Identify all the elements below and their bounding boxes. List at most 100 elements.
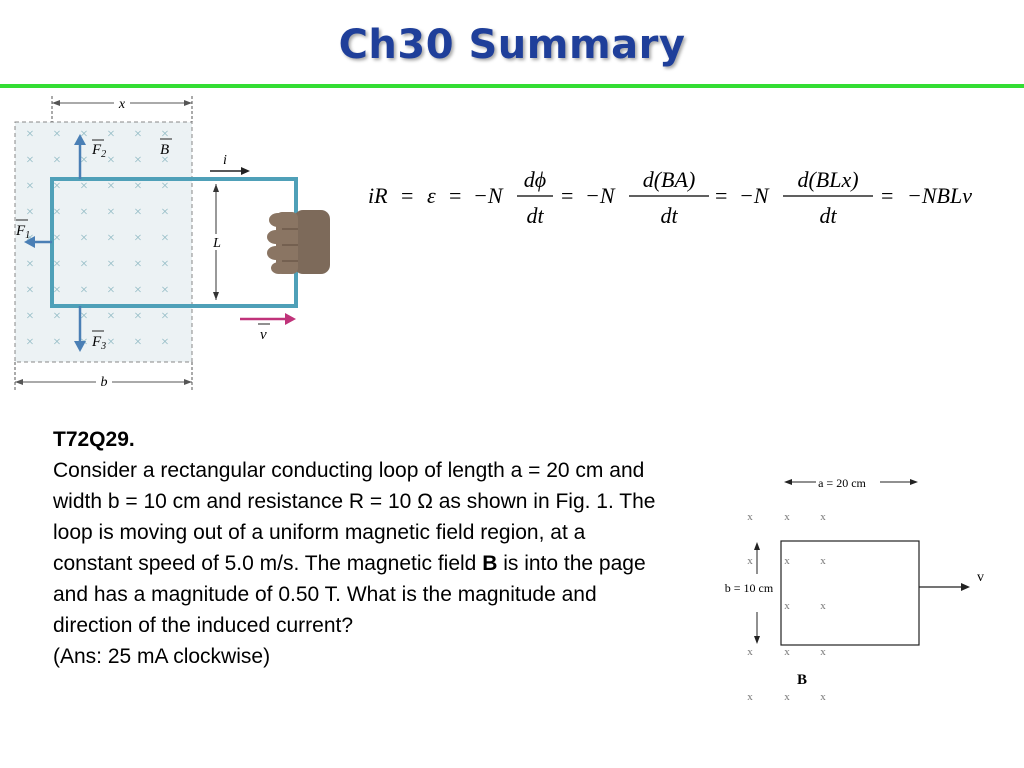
field-x-marker: ×	[80, 127, 88, 142]
B-label: B	[160, 142, 169, 158]
field-x-marker: ×	[26, 257, 34, 272]
svg-text:−N: −N	[739, 183, 770, 208]
field-x-marker: x	[820, 646, 826, 658]
svg-text:dt: dt	[526, 203, 544, 228]
field-x-marker: ×	[80, 205, 88, 220]
hand-icon	[267, 210, 330, 274]
field-x-marker: ×	[26, 231, 34, 246]
field-x-marker: ×	[107, 231, 115, 246]
problem-v-label: v	[977, 570, 984, 585]
field-x-marker: x	[784, 555, 790, 567]
b-label: b	[101, 375, 108, 390]
field-x-marker: ×	[134, 127, 142, 142]
F3-label: F3	[91, 334, 106, 352]
field-x-marker: ×	[80, 231, 88, 246]
field-x-marker: ×	[80, 257, 88, 272]
F2-label: F2	[91, 142, 106, 160]
field-x-marker: ×	[53, 257, 61, 272]
field-x-marker: ×	[161, 205, 169, 220]
field-x-marker: x	[784, 646, 790, 658]
field-x-marker: ×	[161, 127, 169, 142]
L-label: L	[212, 236, 221, 251]
field-x-marker: ×	[134, 283, 142, 298]
field-x-marker: x	[820, 691, 826, 703]
problem-text: T72Q29. Consider a rectangular conductin…	[53, 424, 663, 672]
field-x-marker: ×	[80, 179, 88, 194]
field-x-marker: ×	[26, 283, 34, 298]
field-markers: × × × × × × × × × × × × × × × × × × × × × × × × × × × × × × × × × × × × × × × ×…	[26, 127, 169, 350]
eq-emf: ε	[427, 183, 436, 208]
field-x-marker: ×	[53, 205, 61, 220]
field-x-marker: ×	[53, 283, 61, 298]
field-x-marker: x	[784, 511, 790, 523]
loop-in-field-figure: × × × × × × × × × × × × × × × × × × × × × × × × × × × × × × × × × × × × × × × ×…	[14, 96, 330, 390]
field-x-marker: ×	[161, 257, 169, 272]
field-x-marker: ×	[53, 127, 61, 142]
field-x-marker: ×	[134, 257, 142, 272]
field-markers-2: x x x x x x x x x x x x x x	[747, 511, 826, 703]
field-x-marker: x	[784, 600, 790, 612]
problem-figure: x x x x x x x x x x x x x x a = 20 cm b = 10 cm v B	[725, 476, 984, 703]
field-x-marker: x	[747, 555, 753, 567]
eq-lhs: iR	[368, 183, 388, 208]
v-label: v	[260, 327, 267, 343]
field-x-marker: ×	[161, 179, 169, 194]
field-x-marker: x	[747, 646, 753, 658]
svg-text:=: =	[401, 183, 413, 208]
current-label: i	[223, 153, 227, 168]
field-x-marker: ×	[161, 309, 169, 324]
problem-statement: Consider a rectangular conducting loop o…	[53, 459, 656, 637]
field-x-marker: ×	[134, 153, 142, 168]
field-x-marker: ×	[53, 335, 61, 350]
field-x-marker: ×	[80, 309, 88, 324]
field-x-marker: ×	[107, 335, 115, 350]
eq-rhs: −NBLv	[907, 183, 972, 208]
field-x-marker: ×	[161, 283, 169, 298]
field-x-marker: ×	[26, 179, 34, 194]
bold-B: B	[482, 552, 498, 575]
question-id: T72Q29.	[53, 428, 135, 451]
svg-text:−N: −N	[473, 183, 504, 208]
field-x-marker: ×	[161, 231, 169, 246]
svg-text:dt: dt	[819, 203, 837, 228]
field-x-marker: ×	[26, 205, 34, 220]
field-x-marker: ×	[134, 231, 142, 246]
slide-title: Ch30 Summary	[338, 22, 686, 68]
faraday-equation: iR = ε = −N dϕ dt = −N d(BA) dt = −N d(B…	[368, 167, 972, 228]
field-x-marker: x	[747, 511, 753, 523]
problem-loop	[780, 540, 920, 646]
field-x-marker: ×	[53, 153, 61, 168]
svg-text:−N: −N	[585, 183, 616, 208]
field-x-marker: ×	[53, 231, 61, 246]
field-x-marker: x	[820, 511, 826, 523]
field-x-marker: x	[747, 691, 753, 703]
field-x-marker: ×	[53, 179, 61, 194]
field-x-marker: ×	[134, 179, 142, 194]
field-x-marker: x	[820, 555, 826, 567]
eq-num-2: d(BA)	[643, 167, 696, 192]
problem-B-label: B	[797, 672, 807, 688]
field-x-marker: ×	[107, 257, 115, 272]
field-x-marker: ×	[134, 205, 142, 220]
field-x-marker: ×	[26, 127, 34, 142]
field-x-marker: ×	[134, 335, 142, 350]
field-x-marker: ×	[107, 283, 115, 298]
eq-num-3: d(BLx)	[797, 167, 858, 192]
field-x-marker: ×	[26, 335, 34, 350]
title-divider	[0, 84, 1024, 88]
field-x-marker: ×	[26, 153, 34, 168]
answer-text: (Ans: 25 mA clockwise)	[53, 645, 271, 668]
field-x-marker: ×	[107, 309, 115, 324]
field-x-marker: x	[784, 691, 790, 703]
svg-text:=: =	[881, 183, 893, 208]
eq-num-1: dϕ	[524, 167, 546, 192]
svg-text:=: =	[715, 183, 727, 208]
b-dim-label: b = 10 cm	[725, 581, 774, 595]
a-label: a = 20 cm	[818, 476, 866, 490]
field-x-marker: ×	[80, 153, 88, 168]
field-x-marker: ×	[161, 335, 169, 350]
field-x-marker: x	[820, 600, 826, 612]
field-x-marker: ×	[53, 309, 61, 324]
x-label: x	[118, 97, 126, 112]
field-x-marker: ×	[134, 309, 142, 324]
